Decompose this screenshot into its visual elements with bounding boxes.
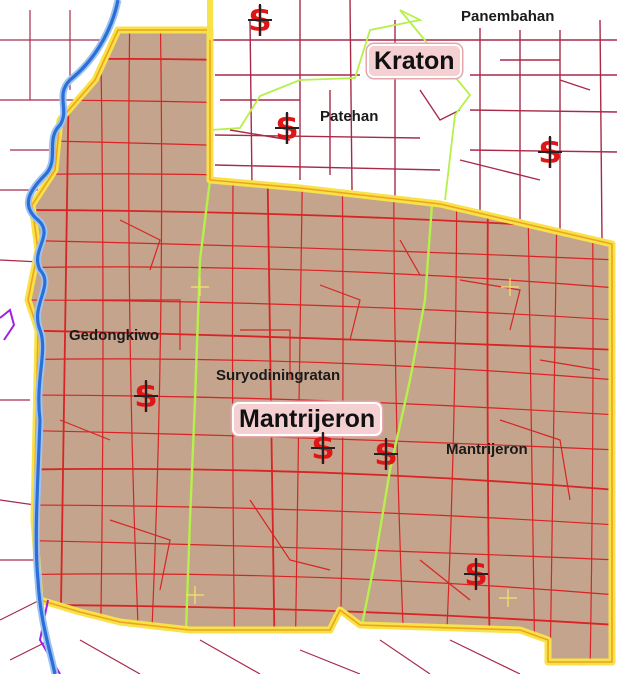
road — [419, 559, 471, 601]
dollar-bank-icon[interactable]: $ — [535, 132, 565, 172]
road-outside — [229, 129, 291, 141]
road — [119, 219, 161, 271]
road-outside — [79, 639, 141, 674]
road-outside — [469, 109, 617, 113]
dollar-bank-icon[interactable]: $ — [461, 554, 491, 594]
village-boundary — [184, 179, 212, 631]
road-outside — [449, 639, 521, 674]
village-boundary — [360, 203, 434, 626]
road — [59, 419, 111, 441]
road-outside — [459, 159, 541, 181]
river — [26, 0, 120, 674]
road — [399, 239, 421, 276]
road — [28, 504, 612, 526]
dollar-bank-icon[interactable]: $ — [245, 0, 275, 40]
dollar-bank-icon[interactable]: $ — [272, 108, 302, 148]
road — [99, 30, 104, 662]
road — [240, 329, 291, 380]
road — [28, 604, 612, 626]
road — [249, 499, 331, 571]
label-patehan: Patehan — [320, 108, 379, 125]
label-panembahan: Panembahan — [461, 8, 555, 25]
centroid-marker — [499, 589, 517, 607]
road-outside — [349, 0, 353, 191]
road-outside — [0, 499, 36, 506]
road — [539, 359, 601, 371]
road — [28, 539, 612, 561]
road-outside — [9, 639, 51, 661]
label-gedongkiwo: Gedongkiwo — [69, 327, 159, 344]
road-outside — [379, 639, 431, 674]
road-outside — [559, 79, 591, 91]
label-mantrijeron-district: Mantrijeron — [232, 402, 383, 436]
road-outside — [599, 19, 603, 241]
centroid-marker — [186, 586, 204, 604]
dollar-bank-icon[interactable]: $ — [308, 428, 338, 468]
road — [28, 329, 612, 351]
road — [28, 358, 612, 381]
centroid-marker — [501, 278, 519, 296]
road — [459, 279, 521, 331]
road — [28, 467, 612, 491]
village-boundary-kraton — [209, 9, 472, 201]
road — [80, 299, 181, 350]
road-outside — [214, 164, 441, 171]
road-outside — [419, 89, 461, 121]
road — [319, 284, 361, 341]
centroid-marker — [191, 278, 209, 296]
road-outside — [214, 134, 421, 139]
road — [128, 30, 141, 662]
road-outside — [249, 19, 253, 186]
road — [149, 30, 163, 662]
road — [499, 419, 571, 501]
road-outside — [299, 649, 361, 674]
road — [28, 394, 612, 416]
road — [28, 429, 612, 451]
road — [28, 573, 612, 596]
dollar-bank-icon[interactable]: $ — [131, 376, 161, 416]
road — [109, 519, 171, 591]
label-suryodiningratan: Suryodiningratan — [216, 367, 341, 384]
road-outside — [0, 599, 41, 621]
dollar-bank-icon[interactable]: $ — [371, 434, 401, 474]
label-mantrijeron-village: Mantrijeron — [446, 441, 528, 458]
canal — [0, 308, 16, 341]
district-mantrijeron-area — [28, 30, 612, 662]
label-kraton: Kraton — [367, 44, 462, 78]
road-outside — [199, 639, 261, 674]
